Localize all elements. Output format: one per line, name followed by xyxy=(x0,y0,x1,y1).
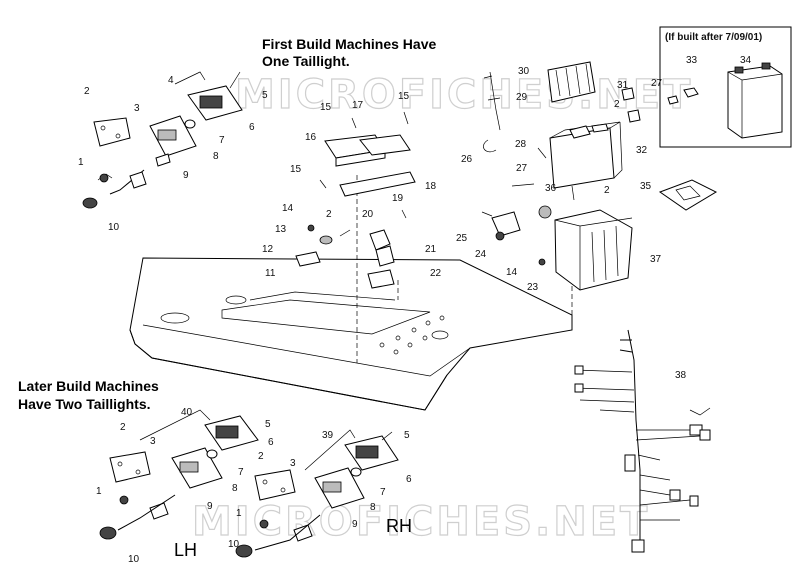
callout-29: 29 xyxy=(516,92,528,103)
taillight-assembly-first-build xyxy=(82,71,243,209)
callout-30: 30 xyxy=(518,66,530,77)
taillight-assembly-lh xyxy=(99,409,259,540)
callout-13: 13 xyxy=(275,224,287,235)
callout-6b: 6 xyxy=(268,437,274,448)
callout-31: 31 xyxy=(617,80,629,91)
callout-40: 40 xyxy=(181,407,193,418)
watermark-top: MICROFICHES.NET xyxy=(235,72,693,118)
callout-2: 2 xyxy=(84,86,90,97)
wiring-harness xyxy=(574,329,711,553)
later-build-note-line1: Later Build Machines xyxy=(18,378,159,394)
callout-11: 11 xyxy=(265,268,276,279)
callout-1c: 1 xyxy=(236,508,242,519)
callout-8b: 8 xyxy=(232,483,238,494)
frame-platform xyxy=(129,175,573,411)
callout-27a: 27 xyxy=(651,78,663,89)
callout-3c: 3 xyxy=(290,458,296,469)
callout-39: 39 xyxy=(322,430,334,441)
callout-7b: 7 xyxy=(238,467,244,478)
callout-2d: 2 xyxy=(604,185,610,196)
callout-36: 36 xyxy=(545,183,557,194)
callout-2b: 2 xyxy=(326,209,332,220)
callout-22: 22 xyxy=(430,268,442,279)
callout-19: 19 xyxy=(392,193,404,204)
inset-box: (If built after 7/09/01) xyxy=(659,26,792,148)
callout-3b: 3 xyxy=(150,436,156,447)
callout-12: 12 xyxy=(262,244,274,255)
callout-16: 16 xyxy=(305,132,317,143)
callout-5b: 5 xyxy=(265,419,271,430)
callout-24: 24 xyxy=(475,249,487,260)
callout-8c: 8 xyxy=(370,502,376,513)
callout-10c: 10 xyxy=(228,539,240,550)
callout-20: 20 xyxy=(362,209,374,220)
callout-14b: 14 xyxy=(506,267,518,278)
callout-28: 28 xyxy=(515,139,527,150)
callout-9: 9 xyxy=(183,170,189,181)
callout-23: 23 xyxy=(527,282,539,293)
center-parts xyxy=(295,111,416,289)
side-label-lh: LH xyxy=(174,540,197,560)
callout-33: 33 xyxy=(686,55,698,66)
callout-17: 17 xyxy=(352,100,364,111)
callout-18: 18 xyxy=(425,181,437,192)
callout-4: 4 xyxy=(168,75,174,86)
callout-2f: 2 xyxy=(258,451,264,462)
inset-caption: (If built after 7/09/01) xyxy=(665,32,762,43)
callout-35: 35 xyxy=(640,181,652,192)
callout-15c: 15 xyxy=(290,164,302,175)
callout-6c: 6 xyxy=(406,474,412,485)
callout-26: 26 xyxy=(461,154,473,165)
callout-1: 1 xyxy=(78,157,84,168)
callout-21: 21 xyxy=(425,244,437,255)
battery-assembly xyxy=(481,61,718,291)
callout-2e: 2 xyxy=(120,422,126,433)
callout-10b: 10 xyxy=(128,554,140,565)
taillight-assembly-rh xyxy=(235,429,399,558)
callout-1b: 1 xyxy=(96,486,102,497)
callout-32: 32 xyxy=(636,145,648,156)
callout-10: 10 xyxy=(108,222,120,233)
callout-14a: 14 xyxy=(282,203,294,214)
callout-38: 38 xyxy=(675,370,687,381)
first-build-note-line1: First Build Machines Have xyxy=(262,36,436,52)
callout-5: 5 xyxy=(262,90,268,101)
first-build-note-line2: One Taillight. xyxy=(262,53,350,69)
callout-8: 8 xyxy=(213,151,219,162)
callout-3: 3 xyxy=(134,103,140,114)
callout-37: 37 xyxy=(650,254,662,265)
later-build-note-line2: Have Two Taillights. xyxy=(18,396,151,412)
callout-34: 34 xyxy=(740,55,752,66)
callout-15a: 15 xyxy=(320,102,332,113)
callouts: 2 3 4 5 6 7 8 9 1 10 15 17 15 16 15 18 1… xyxy=(78,55,752,565)
callout-27b: 27 xyxy=(516,163,528,174)
callout-15b: 15 xyxy=(398,91,410,102)
callout-25: 25 xyxy=(456,233,468,244)
callout-7c: 7 xyxy=(380,487,386,498)
callout-9c: 9 xyxy=(352,519,358,530)
callout-2c: 2 xyxy=(614,99,620,110)
callout-7: 7 xyxy=(219,135,225,146)
callout-9b: 9 xyxy=(207,501,213,512)
side-label-rh: RH xyxy=(386,516,412,536)
callout-5c: 5 xyxy=(404,430,410,441)
callout-6: 6 xyxy=(249,122,255,133)
